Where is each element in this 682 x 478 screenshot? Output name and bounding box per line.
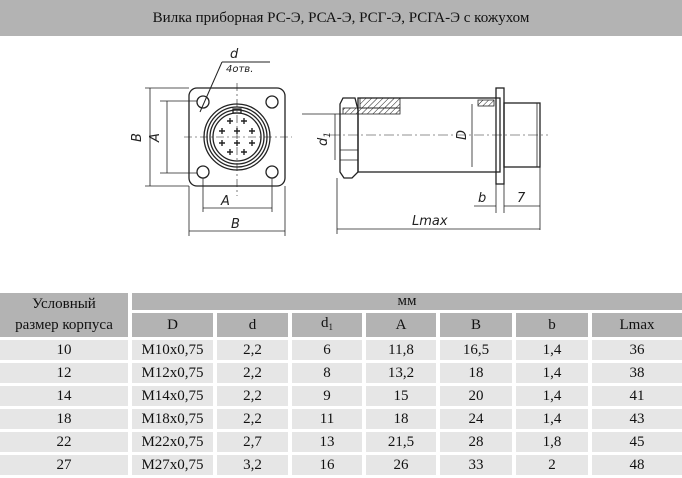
dim-outer-horizontal: B <box>231 217 240 232</box>
dim-lmax: Lmax <box>412 214 448 229</box>
side-view <box>302 87 548 234</box>
dim-b: b <box>478 191 486 206</box>
col-header-B: B <box>440 313 512 337</box>
hole-label: d <box>230 47 239 62</box>
row-header-size: Условный размер корпуса <box>0 293 128 337</box>
dim-D: D <box>455 130 470 140</box>
unit-header: мм <box>132 293 682 310</box>
dimensions-table: Условный размер корпуса мм D d d1 A B b … <box>0 290 682 478</box>
dim-d1: d <box>316 137 331 146</box>
svg-text:d1: d1 <box>316 132 333 146</box>
col-header-d: d <box>217 313 288 337</box>
technical-drawing: d 4отв. B A A B <box>130 47 548 236</box>
side-view-labels: d1 D b 7 Lmax <box>316 130 526 229</box>
dim-d1-sub: 1 <box>323 132 333 138</box>
table-row: 27 M27x0,75 3,2 16 26 33 2 48 <box>0 455 682 475</box>
front-view <box>145 61 292 236</box>
hole-note: 4отв. <box>226 64 253 75</box>
row-header-line1: Условный <box>32 296 96 312</box>
table-row: 14 M14x0,75 2,2 9 15 20 1,4 41 <box>0 386 682 406</box>
page-title: Вилка приборная РС-Э, РСА-Э, РСГ-Э, РСГА… <box>0 0 682 36</box>
dim-7: 7 <box>517 191 526 206</box>
dim-inner-horizontal: A <box>220 194 230 209</box>
col-header-lmax: Lmax <box>592 313 682 337</box>
dim-inner-vertical: A <box>148 133 163 143</box>
table-row: 12 M12x0,75 2,2 8 13,2 18 1,4 38 <box>0 363 682 383</box>
table-row: 18 M18x0,75 2,2 11 18 24 1,4 43 <box>0 409 682 429</box>
table-row: 22 M22x0,75 2,7 13 21,5 28 1,8 45 <box>0 432 682 452</box>
col-header-d1: d1 <box>292 313 362 337</box>
col-header-A: A <box>366 313 436 337</box>
row-header-line2: размер корпуса <box>15 317 113 333</box>
col-header-b: b <box>516 313 588 337</box>
col-header-D: D <box>132 313 213 337</box>
dim-outer-vertical: B <box>130 133 145 142</box>
front-view-labels: d 4отв. B A A B <box>130 47 253 232</box>
table-row: 10 M10x0,75 2,2 6 11,8 16,5 1,4 36 <box>0 340 682 360</box>
